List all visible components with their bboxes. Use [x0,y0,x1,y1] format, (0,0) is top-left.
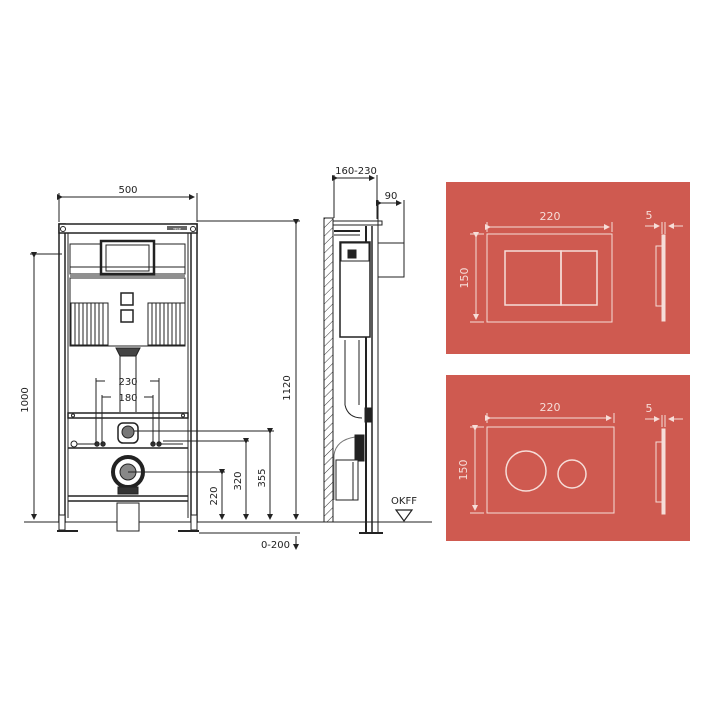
dim-plate-height: 150 [458,268,471,289]
dim-plate-thickness: 5 [646,402,653,415]
plate-round-drawing: 220 150 5 [457,401,683,515]
brand-label: TECE [172,227,181,231]
plate-rect-drawing: 220 150 5 [458,209,683,323]
dim-height-1120: 1120 [282,375,293,400]
dim-floor-adjust: 0-200 [261,540,290,551]
dim-spacing-180: 180 [118,393,137,404]
plate-rect-panel: 220 150 5 [446,182,690,354]
front-view [24,193,300,550]
side-view [300,175,432,534]
dim-width-500: 500 [118,185,137,196]
plate-round-panel: 220 150 5 [446,375,690,541]
dim-plate-width: 220 [540,210,561,223]
dim-spacing-230: 230 [118,377,137,388]
dim-plate-depth: 90 [385,191,398,202]
floor-level-label: OKFF [391,496,417,507]
dim-height-1000: 1000 [20,387,31,412]
dim-plate-thickness: 5 [646,209,653,222]
dim-depth: 160-230 [335,166,377,177]
dim-height-355: 355 [257,468,268,487]
dim-height-320: 320 [233,471,244,490]
dim-plate-width: 220 [540,401,561,414]
dim-plate-height: 150 [457,460,470,481]
dim-height-220: 220 [209,486,220,505]
